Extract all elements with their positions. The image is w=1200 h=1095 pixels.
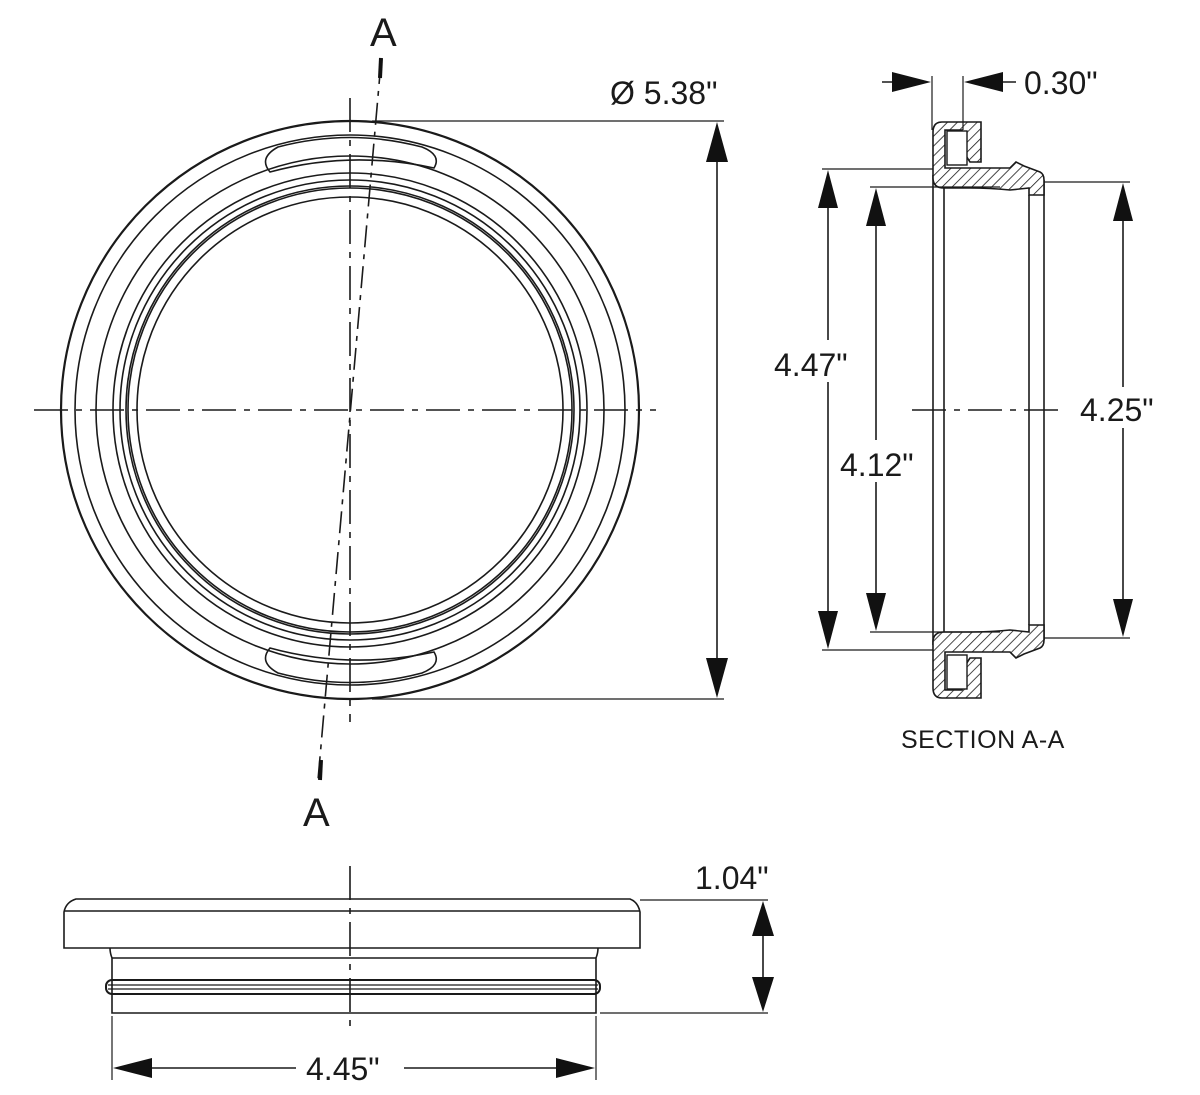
top-view: A A Ø 5.38" [34,11,728,835]
arrow-down-icon [752,977,774,1012]
outer-height-label: 4.47" [774,347,848,383]
flange-body [63,898,641,949]
arrow-down-icon [1113,599,1133,637]
arrow-down-icon [818,611,838,649]
inner-height-label: 4.12" [840,447,914,483]
bottom-inner-pocket [946,654,968,690]
side-view: 1.04" 4.45" [63,860,774,1087]
arrow-right-icon [556,1058,595,1078]
section-view: 0.30" 4.47" 4.12" 4.25" SECTION A-A [774,65,1154,754]
arrow-left-icon [113,1058,152,1078]
arrow-right-icon [892,72,931,92]
arrow-up-icon [1113,183,1133,221]
top-inner-pocket [946,130,968,166]
section-marker-top: A [370,11,397,55]
arrow-left-icon [964,72,1003,92]
height-label: 1.04" [695,860,769,896]
arrow-down-icon [706,658,728,698]
section-marker-bottom: A [303,791,330,835]
bottom-slot [264,647,438,684]
arrow-up-icon [866,188,886,226]
width-label: 4.45" [306,1051,380,1087]
o-ring [105,979,601,995]
cut-marker-bottom [318,759,323,781]
top-section-profile [932,121,1045,196]
arrow-up-icon [752,901,774,936]
section-cut-line [317,61,382,781]
arrow-up-icon [706,122,728,162]
top-slot [264,136,438,173]
spigot-body [109,947,599,1014]
outer-diameter-label: Ø 5.38" [610,75,717,111]
wall-thickness-label: 0.30" [1024,65,1098,101]
section-title: SECTION A-A [901,726,1065,754]
cut-marker-top [378,57,383,79]
arrow-down-icon [866,593,886,631]
right-height-label: 4.25" [1080,392,1154,428]
arrow-up-icon [818,170,838,208]
